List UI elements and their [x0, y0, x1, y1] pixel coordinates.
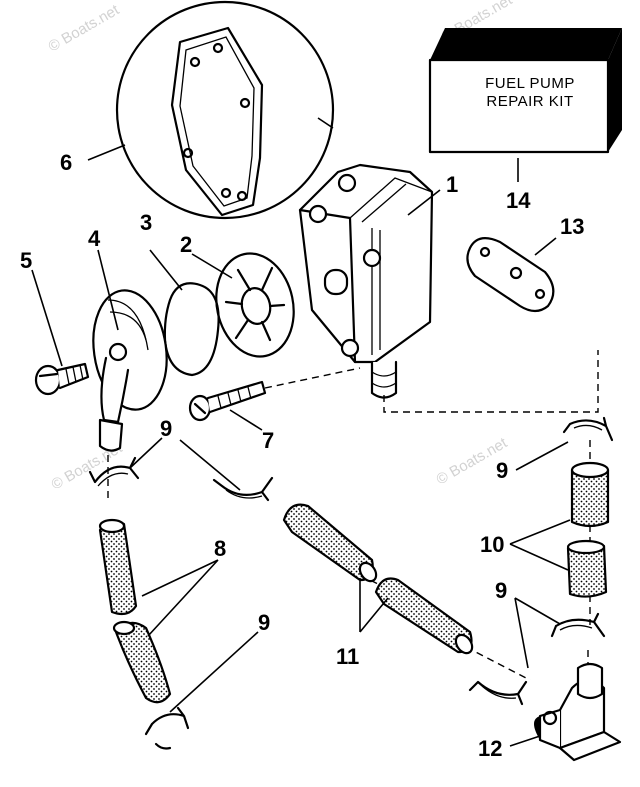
callout-8: 8 — [214, 536, 226, 561]
callout-5: 5 — [20, 248, 32, 273]
pump-mount-screw — [188, 380, 267, 422]
callout-10: 10 — [480, 532, 504, 557]
pump-body — [298, 163, 434, 399]
callout-3: 3 — [140, 210, 152, 235]
callout-1: 1 — [446, 172, 458, 197]
watermark-top-left: © Boats.net — [46, 1, 123, 55]
callout-4: 4 — [88, 226, 101, 251]
callout-13: 13 — [560, 214, 584, 239]
elbow-fitting — [534, 662, 622, 762]
callout-14: 14 — [506, 188, 531, 213]
callout-6: 6 — [60, 150, 72, 175]
callout-12: 12 — [478, 736, 502, 761]
callout-numbers: 1 2 3 4 5 6 7 8 9 9 9 9 10 11 12 13 14 — [20, 150, 584, 761]
hose-clamps — [88, 416, 614, 750]
callout-9a: 9 — [160, 416, 172, 441]
leader-lines — [31, 144, 571, 747]
kit-label-line1: FUEL PUMP — [485, 75, 575, 92]
gasket-detail-circle — [115, 0, 335, 220]
diaphragm — [215, 252, 295, 358]
kit-label-line2: REPAIR KIT — [486, 93, 573, 110]
assembly-lines — [107, 350, 599, 681]
callout-9c: 9 — [495, 578, 507, 603]
cover-screw — [34, 362, 90, 396]
hoses-11 — [282, 503, 474, 655]
callout-9b: 9 — [496, 458, 508, 483]
callout-9d: 9 — [258, 610, 270, 635]
repair-kit-box: FUEL PUMP REPAIR KIT — [428, 28, 622, 154]
callout-11: 11 — [336, 644, 359, 669]
cover-plate — [466, 237, 555, 313]
screen — [163, 282, 220, 377]
callout-2: 2 — [180, 232, 192, 257]
filter-elements-10 — [566, 461, 610, 598]
callout-7: 7 — [262, 428, 274, 453]
inlet-cover — [92, 289, 168, 452]
hoses-8 — [98, 518, 172, 704]
